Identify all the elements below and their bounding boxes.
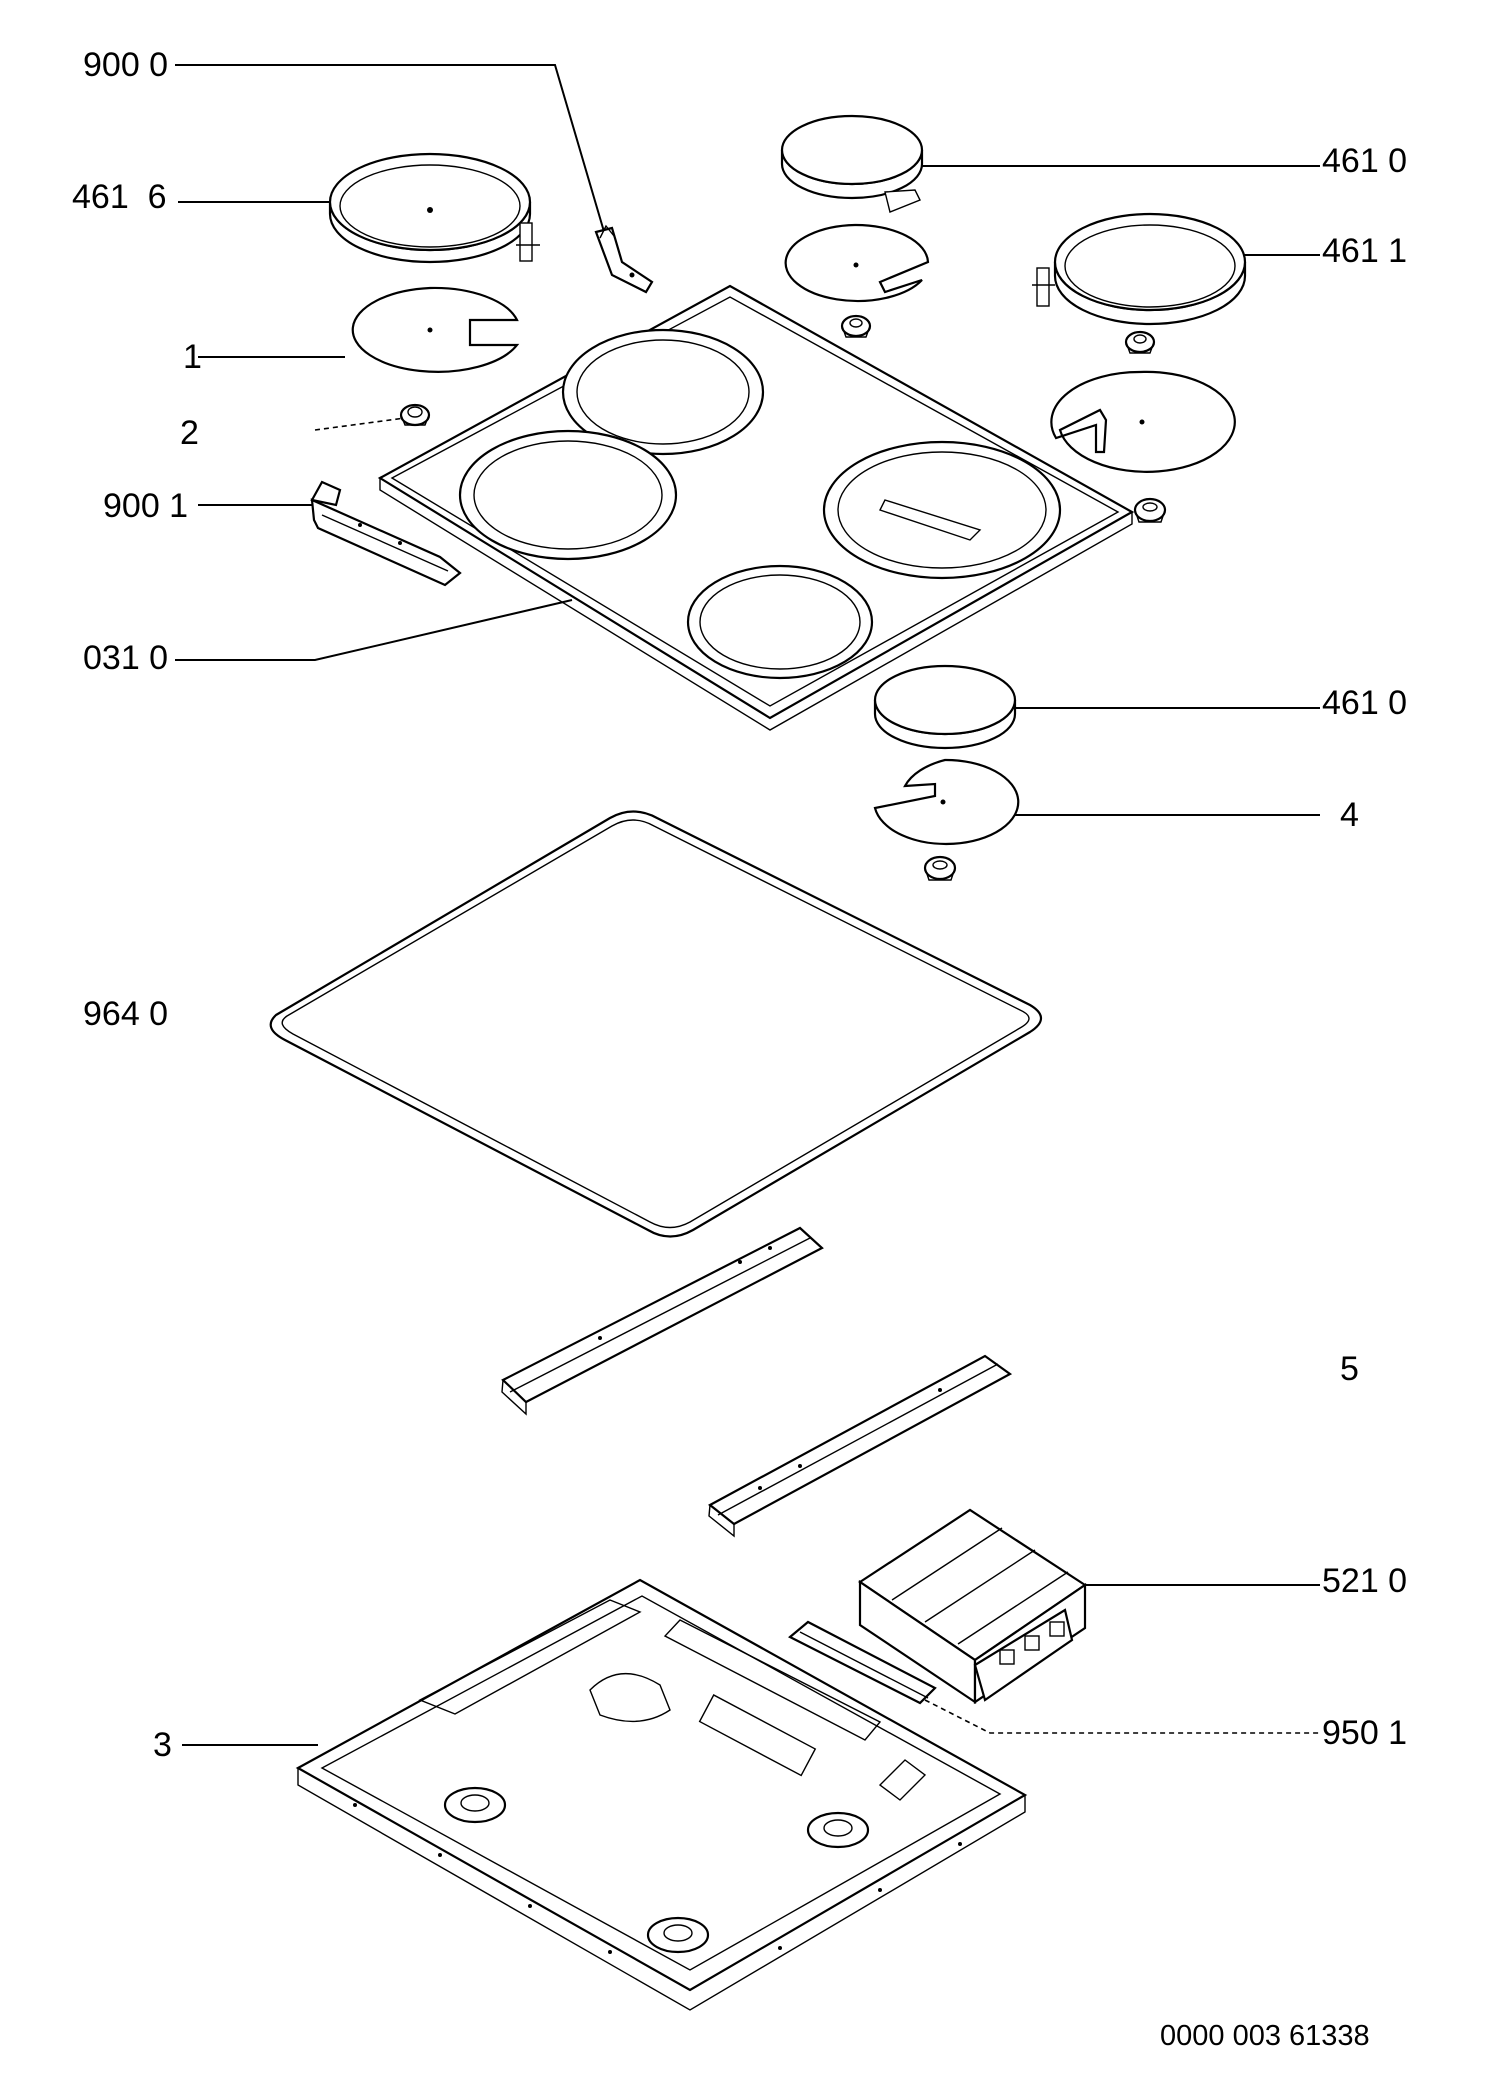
label-3: 3 [153, 1726, 172, 1764]
strip-950-1 [788, 1620, 937, 1705]
fixing-nut-4 [923, 855, 957, 881]
document-number: 0000 003 61338 [1160, 2020, 1370, 2052]
hotplate-461-0-top [780, 114, 924, 213]
bracket-900-0 [594, 224, 654, 294]
fixing-nut-right-lower [1133, 497, 1167, 523]
label-4: 4 [1340, 796, 1359, 834]
support-rail-upper [501, 1226, 824, 1416]
leader-lines [175, 64, 1320, 1746]
support-rail-lower [708, 1354, 1013, 1538]
fixing-nut-top-right [840, 314, 872, 338]
spreader-plate-4 [873, 758, 1020, 846]
label-031-0: 031 0 [83, 639, 168, 677]
bracket-900-1 [310, 480, 462, 587]
gasket-964-0 [269, 810, 1043, 1238]
part-labels: 900 0 461 6 1 2 900 1 031 0 461 0 461 1 … [72, 46, 1407, 2052]
label-461-6: 461 6 [72, 178, 167, 216]
spreader-plate-top-right [784, 223, 930, 303]
fixing-nut-right-upper [1124, 330, 1156, 354]
fixing-nut-2 [399, 403, 431, 427]
label-964-0: 964 0 [83, 995, 168, 1033]
label-461-0-middle: 461 0 [1322, 684, 1407, 722]
base-tray-3 [295, 1578, 1028, 2011]
label-461-0-top: 461 0 [1322, 142, 1407, 180]
label-1: 1 [183, 338, 202, 376]
label-950-1: 950 1 [1322, 1714, 1407, 1752]
spreader-plate-1 [351, 286, 520, 373]
label-461-1: 461 1 [1322, 232, 1407, 270]
spreader-plate-right [1050, 370, 1236, 473]
hotplate-461-1 [1032, 212, 1247, 326]
cooktop-frame-031-0 [377, 284, 1135, 731]
label-2: 2 [180, 414, 199, 452]
label-900-0: 900 0 [83, 46, 168, 84]
hotplate-461-0-middle [873, 664, 1017, 750]
hotplate-461-6 [328, 152, 540, 264]
terminal-box-521-0 [858, 1508, 1087, 1705]
label-900-1: 900 1 [103, 487, 188, 525]
label-521-0: 521 0 [1322, 1562, 1407, 1600]
label-5: 5 [1340, 1350, 1359, 1388]
